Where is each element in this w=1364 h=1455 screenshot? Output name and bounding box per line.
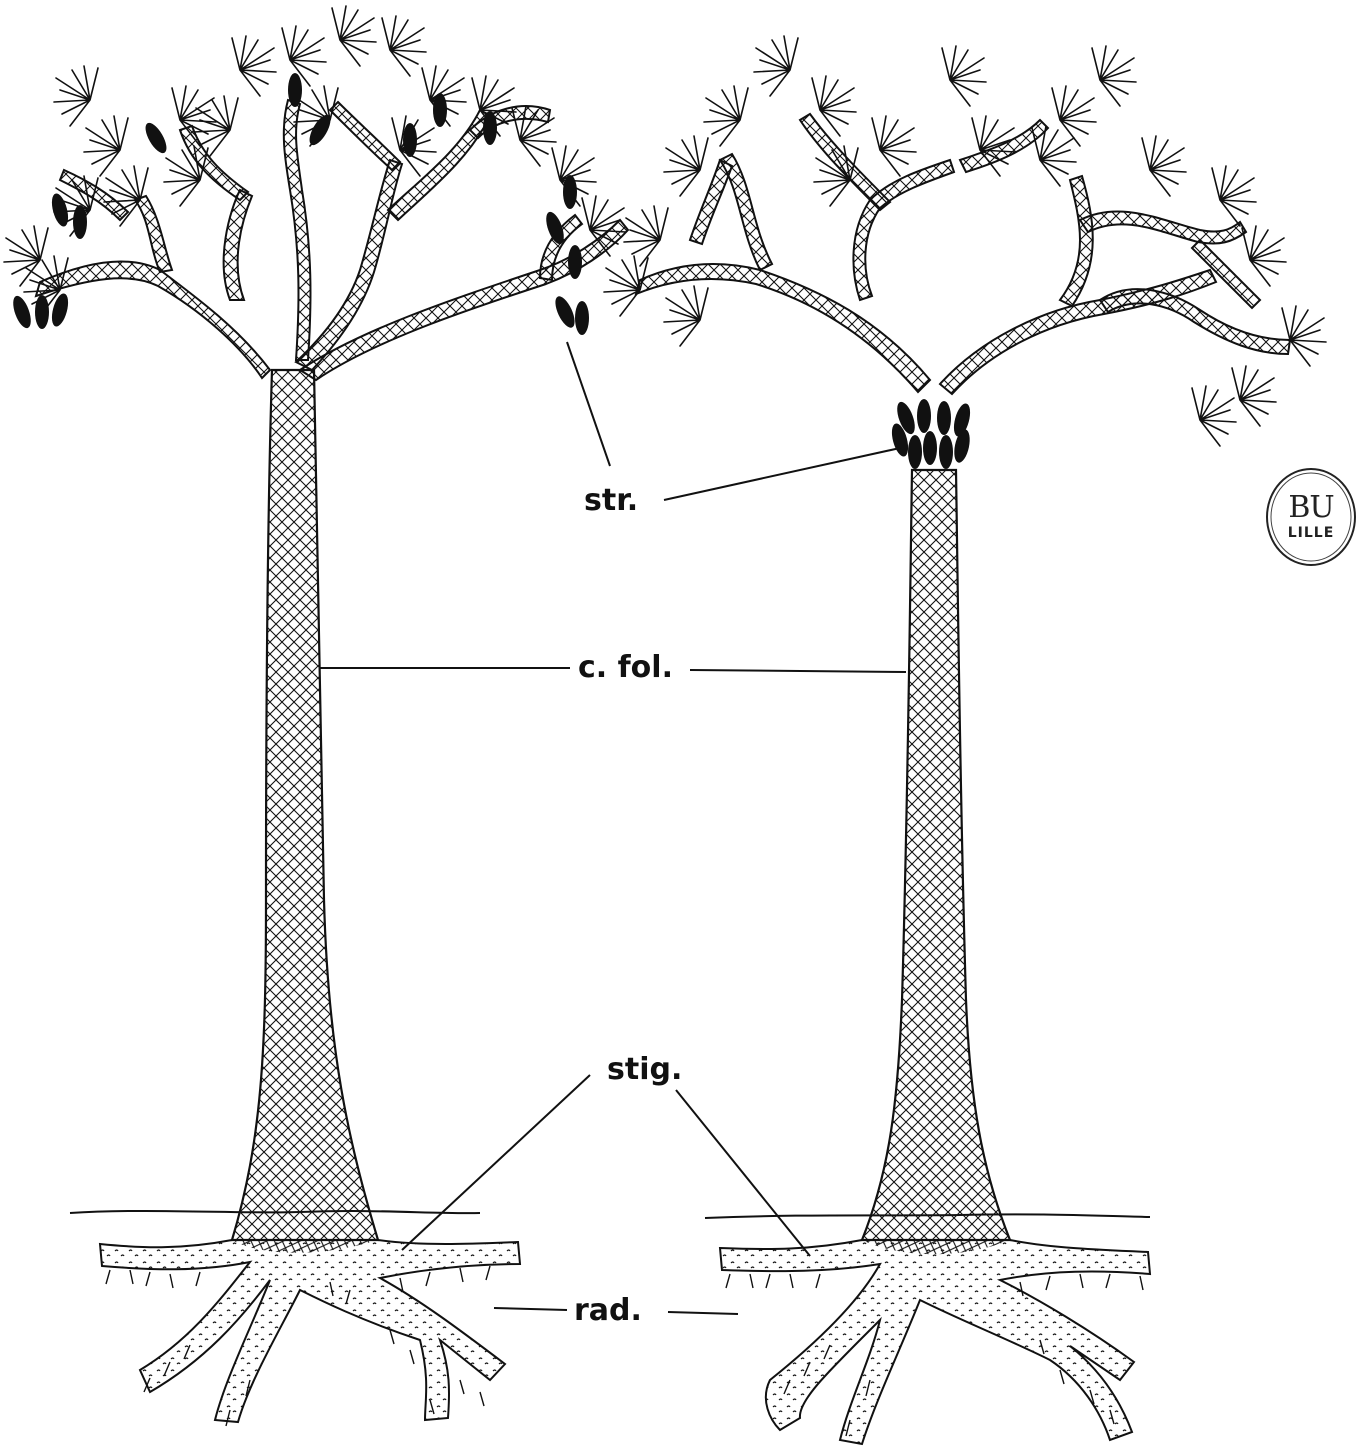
leader-cfol-right <box>690 670 906 672</box>
label-stigmaria: stig. <box>607 1055 682 1085</box>
label-leaf-cushions: c. fol. <box>578 653 673 683</box>
leader-rad-right <box>668 1312 738 1314</box>
leader-str-left <box>567 342 610 466</box>
leader-stig-left <box>402 1075 590 1250</box>
right-stigmaria <box>720 1240 1150 1444</box>
label-strobili: str. <box>584 486 638 516</box>
left-crown <box>36 100 628 380</box>
left-trunk <box>232 370 378 1240</box>
left-stigmaria <box>100 1240 520 1426</box>
stamp-line1: BU <box>1288 493 1333 523</box>
left-tree <box>4 6 628 1426</box>
leader-str-right <box>664 448 900 500</box>
right-crown <box>636 114 1290 394</box>
right-tree <box>604 36 1326 1444</box>
stamp-line2: LILLE <box>1288 525 1335 541</box>
library-stamp: BU LILLE <box>1262 462 1360 572</box>
label-rootlets: rad. <box>574 1296 642 1326</box>
right-trunk <box>862 470 1010 1240</box>
leader-rad-left <box>494 1308 567 1310</box>
leader-stig-right <box>676 1090 810 1256</box>
right-strobili <box>889 399 973 469</box>
